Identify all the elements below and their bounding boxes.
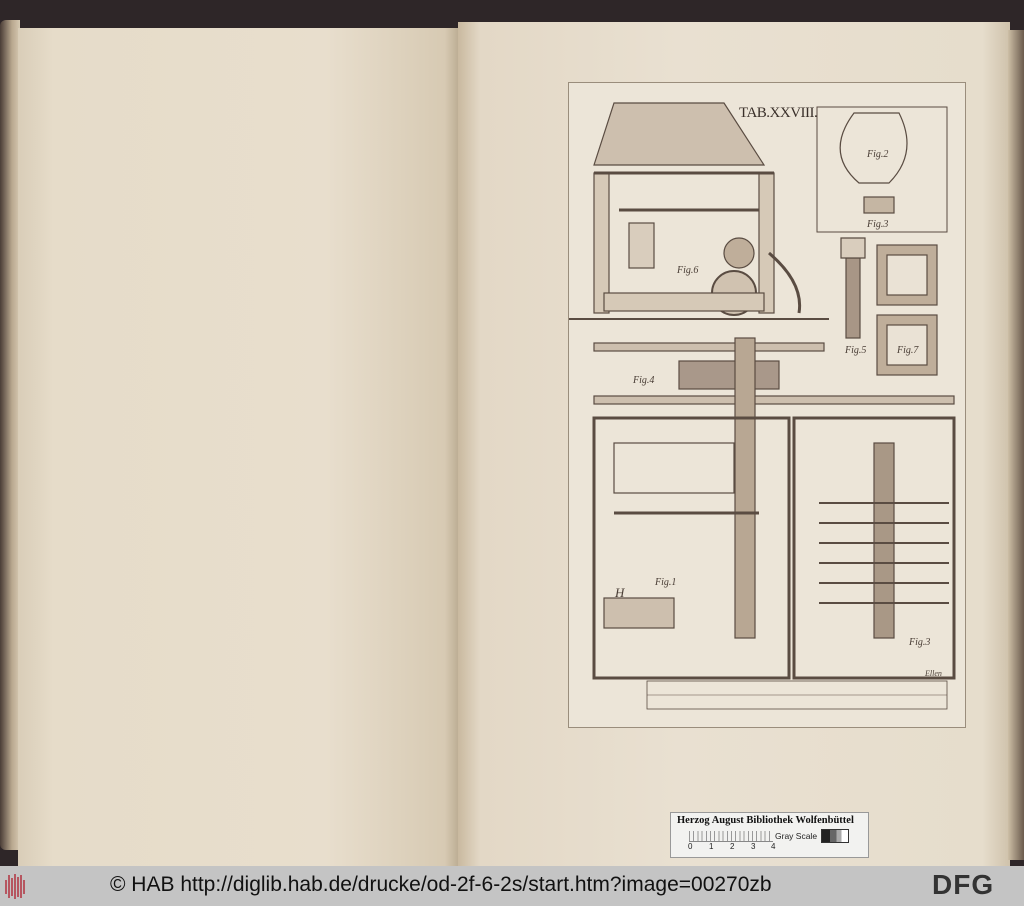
left-page-blank	[18, 28, 458, 866]
book-edge-left	[0, 20, 20, 850]
ruler-number: 0	[688, 842, 693, 851]
figure-label: Fig.4	[633, 375, 655, 386]
plate-engraving	[569, 102, 956, 710]
figure-label: Fig.5	[845, 345, 867, 356]
color-target-card: Herzog August Bibliothek Wolfenbüttel 0 …	[670, 812, 869, 858]
figure-label: Fig.3	[867, 219, 889, 230]
scale-label: Ellen	[925, 669, 942, 678]
figure-label: Fig.6	[677, 265, 699, 276]
figure-label: Fig.1	[655, 577, 677, 588]
book-scan: TAB.XXVIII. Fig.6 Fig.2 Fig.3 Fig.5 Fig.…	[0, 20, 1024, 866]
ruler-number: 3	[751, 842, 756, 851]
figure-label: H	[615, 585, 625, 600]
figure-label: Fig.7	[897, 345, 919, 356]
copyright-url[interactable]: © HAB http://diglib.hab.de/drucke/od-2f-…	[110, 873, 772, 896]
ruler-number: 4	[771, 842, 776, 851]
plate-title: TAB.XXVIII.	[739, 105, 818, 121]
ruler-number: 1	[709, 842, 714, 851]
roof	[593, 102, 766, 166]
gray-scale-label: Gray Scale	[775, 831, 818, 841]
institution-name: Herzog August Bibliothek Wolfenbüttel	[677, 815, 854, 826]
figure-label: Fig.2	[867, 149, 889, 160]
hab-barcode-logo-icon	[5, 874, 25, 899]
ruler	[689, 831, 773, 842]
engraved-plate: TAB.XXVIII. Fig.6 Fig.2 Fig.3 Fig.5 Fig.…	[568, 82, 966, 728]
dfg-logo: DFG	[932, 869, 995, 900]
book-edge-right	[1008, 30, 1024, 860]
figure-label: Fig.3	[909, 637, 931, 648]
footer-bar: © HAB http://diglib.hab.de/drucke/od-2f-…	[0, 866, 1024, 906]
gray-scale-chip	[821, 829, 849, 843]
ruler-number: 2	[730, 842, 735, 851]
